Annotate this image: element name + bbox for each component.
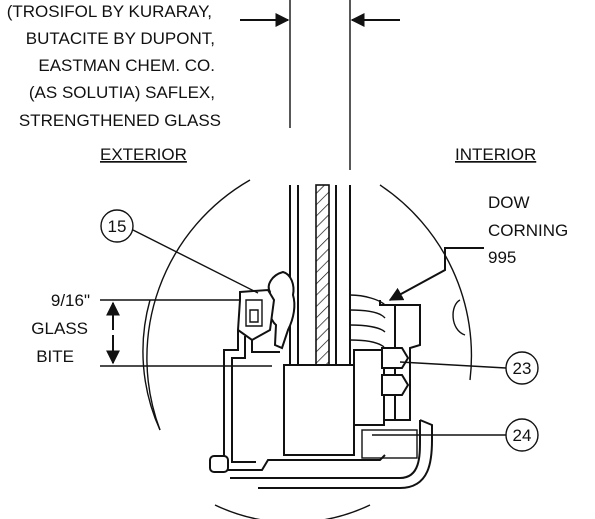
callout-24: 24: [372, 418, 539, 452]
bite-label-line: BITE: [36, 347, 74, 366]
callout-24-label: 24: [513, 426, 532, 445]
glass-thickness-dimension: [240, 0, 400, 170]
note-line: BUTACITE BY DUPONT,: [26, 29, 215, 48]
sealant-label-line: DOW: [488, 193, 530, 212]
sealant-bead: [349, 294, 466, 348]
callout-15-label: 15: [108, 217, 127, 236]
sealant-callout: DOW CORNING 995: [388, 193, 568, 301]
note-line: EASTMAN CHEM. CO.: [38, 56, 215, 75]
sealant-label-line: 995: [488, 248, 516, 267]
bite-label-line: GLASS: [31, 319, 88, 338]
note-line: STRENGTHENED GLASS: [19, 111, 221, 130]
note-line: (AS SOLUTIA) SAFLEX,: [29, 83, 215, 102]
callout-15: 15: [100, 209, 259, 294]
exterior-label: EXTERIOR: [100, 145, 187, 164]
glass-unit: [289, 184, 351, 366]
sealant-label-line: CORNING: [488, 221, 568, 240]
exterior-frame: [209, 330, 386, 473]
callout-23-label: 23: [513, 359, 532, 378]
bite-label-line: 9/16": [51, 291, 90, 310]
glass-spec-notes: (TROSIFOL BY KURARAY, BUTACITE BY DUPONT…: [7, 2, 221, 130]
exterior-gasket: [236, 270, 296, 350]
interior-label: INTERIOR: [455, 145, 536, 164]
interior-stop: [353, 300, 421, 426]
glass-bite-dimension: 9/16" GLASS BITE: [31, 291, 272, 367]
interlayer-hatch: [315, 184, 330, 366]
note-line: (TROSIFOL BY KURARAY,: [7, 2, 212, 21]
callout-23: 23: [399, 351, 539, 385]
detail-circle: [142, 179, 473, 519]
